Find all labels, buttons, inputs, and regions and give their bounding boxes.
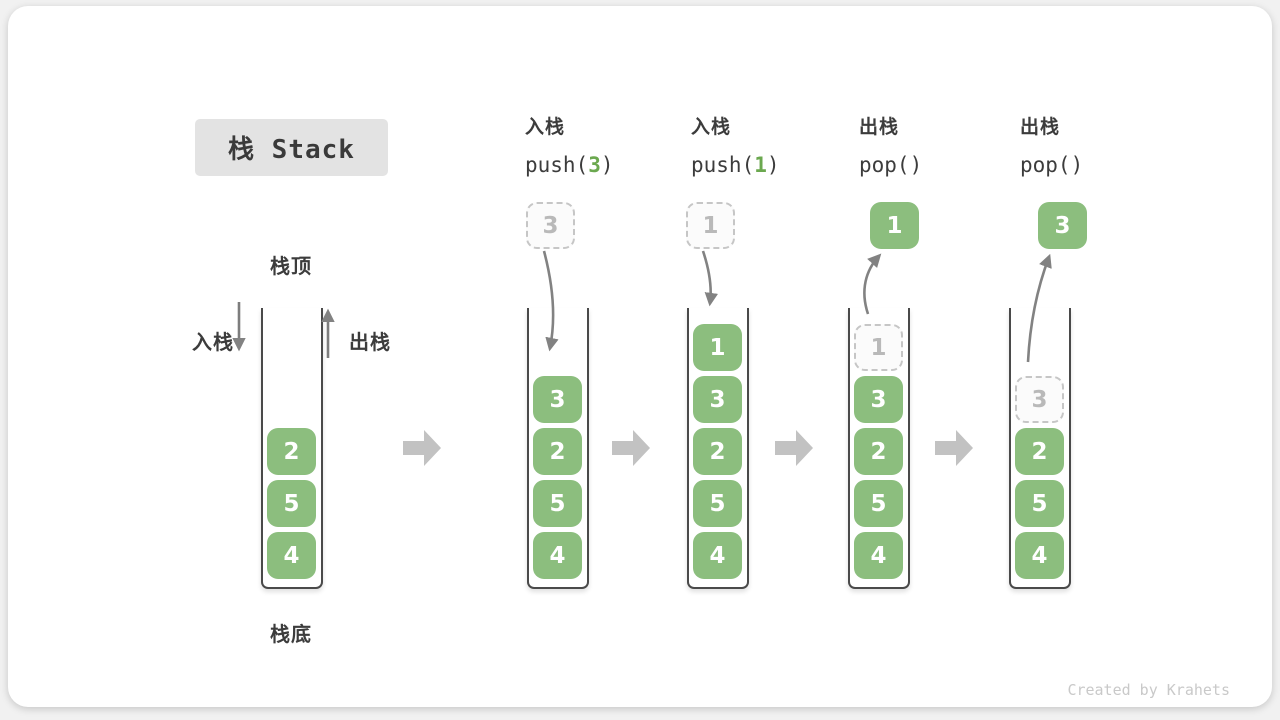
label-stack-bottom: 栈底 — [270, 622, 312, 646]
stack-container-initial: 2 5 4 — [261, 308, 323, 589]
call-prefix: push( — [525, 153, 589, 177]
diagram-title-box: 栈 Stack — [195, 119, 388, 176]
diagram-card: 栈 Stack 入栈 push(3) 入栈 push(1) 出栈 pop() 出… — [8, 6, 1272, 707]
stack-container-after-pop1: 1 3 2 5 4 — [848, 308, 910, 589]
call-prefix: pop( — [1020, 153, 1071, 177]
stack-cell: 5 — [1015, 480, 1064, 527]
stack-cell: 4 — [267, 532, 316, 579]
stack-cell: 5 — [854, 480, 903, 527]
stack-cell: 4 — [1015, 532, 1064, 579]
op-call-push3: push(3) — [525, 153, 685, 177]
op-header-push3: 入栈 push(3) — [525, 112, 685, 177]
stack-cell: 5 — [533, 480, 582, 527]
floating-cell-dashed-3: 3 — [526, 202, 575, 249]
stack-cell: 4 — [533, 532, 582, 579]
op-header-pop2: 出栈 pop() — [1020, 112, 1180, 177]
stack-cell: 2 — [533, 428, 582, 475]
op-call-pop2: pop() — [1020, 153, 1180, 177]
call-suffix: ) — [1070, 153, 1084, 177]
stack-container-after-pop3: 3 2 5 4 — [1009, 308, 1071, 589]
stack-container-after-push1: 1 3 2 5 4 — [687, 308, 749, 589]
call-arg: 3 — [588, 153, 601, 177]
op-call-push1: push(1) — [691, 153, 851, 177]
label-pop-out: 出栈 — [349, 330, 391, 354]
floating-cell-dashed-1: 1 — [686, 202, 735, 249]
stack-cell: 2 — [854, 428, 903, 475]
stack-cell-removed: 1 — [854, 324, 903, 371]
stack-cell: 4 — [693, 532, 742, 579]
op-name-pop: 出栈 — [1020, 116, 1061, 138]
op-call-pop1: pop() — [859, 153, 1019, 177]
stack-cell: 3 — [533, 376, 582, 423]
floating-cell-popped-3: 3 — [1038, 202, 1087, 249]
call-prefix: pop( — [859, 153, 910, 177]
stack-cell: 2 — [267, 428, 316, 475]
label-stack-top: 栈顶 — [270, 254, 312, 278]
stack-cell-removed: 3 — [1015, 376, 1064, 423]
stack-cell: 2 — [1015, 428, 1064, 475]
op-name-push: 入栈 — [691, 116, 732, 138]
call-suffix: ) — [766, 153, 780, 177]
stack-cell: 2 — [693, 428, 742, 475]
stack-cell: 4 — [854, 532, 903, 579]
stack-cell: 3 — [693, 376, 742, 423]
op-header-push1: 入栈 push(1) — [691, 112, 851, 177]
op-header-pop1: 出栈 pop() — [859, 112, 1019, 177]
call-arg: 1 — [754, 153, 767, 177]
call-prefix: push( — [691, 153, 755, 177]
call-suffix: ) — [909, 153, 923, 177]
stack-cell: 1 — [693, 324, 742, 371]
diagram-title: 栈 Stack — [228, 135, 355, 165]
op-name-push: 入栈 — [525, 116, 566, 138]
floating-cell-popped-1: 1 — [870, 202, 919, 249]
stack-container-after-push3: 3 2 5 4 — [527, 308, 589, 589]
stack-cell: 5 — [693, 480, 742, 527]
label-push-in: 入栈 — [192, 330, 234, 354]
watermark: Created by Krahets — [1067, 681, 1230, 699]
stack-cell: 3 — [854, 376, 903, 423]
call-suffix: ) — [600, 153, 614, 177]
op-name-pop: 出栈 — [859, 116, 900, 138]
stack-cell: 5 — [267, 480, 316, 527]
